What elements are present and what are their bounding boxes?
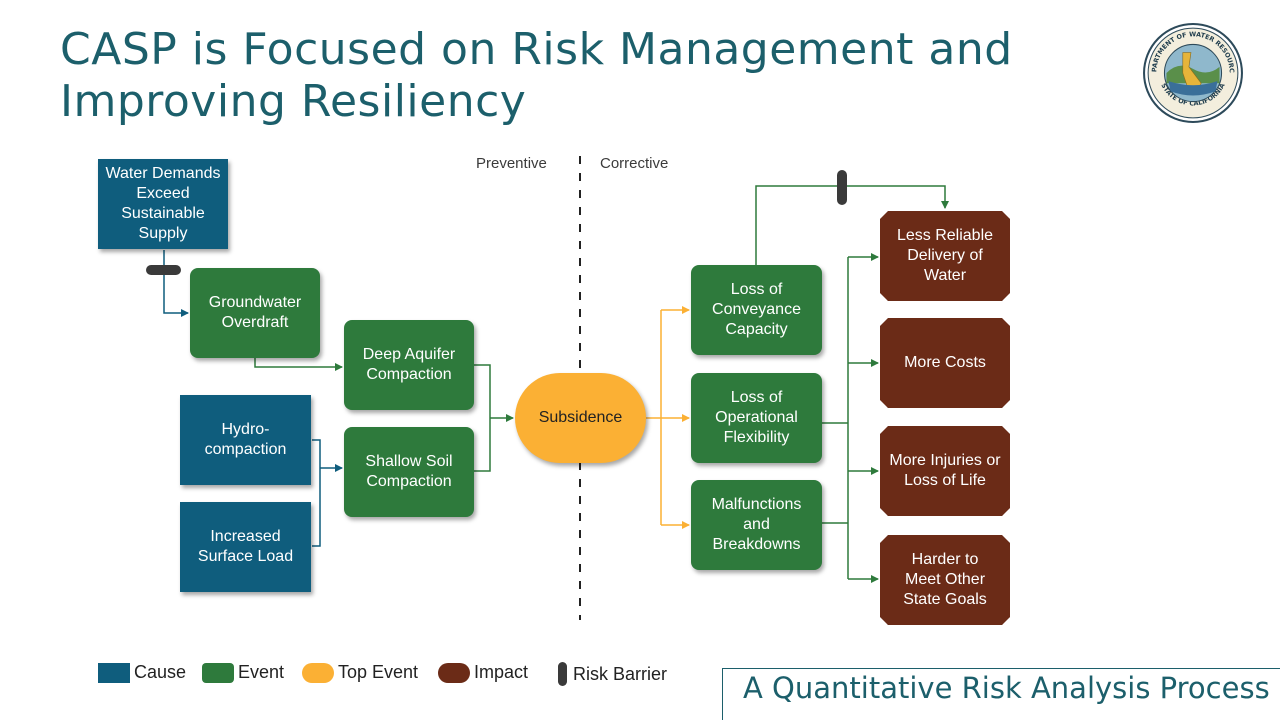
corrective-label: Corrective [600, 155, 669, 172]
cause-hydro-compaction-label: Hydro-compaction [204, 421, 287, 458]
footer-box: A Quantitative Risk Analysis Process [722, 668, 1280, 720]
legend-cause-label: Cause [134, 662, 187, 682]
top-event-subsidence: Subsidence [515, 373, 646, 463]
legend-top-event: Top Event [302, 662, 418, 683]
event-deep-aquifer-compaction: Deep Aquifer Compaction [344, 320, 474, 410]
event-shallow-soil-label: Shallow Soil Compaction [365, 453, 453, 490]
legend-risk-barrier-label: Risk Barrier [573, 663, 668, 684]
event-loss-operational-label: Loss of Operational Flexibility [715, 389, 798, 446]
connector-conveyance-less-reliable [755, 185, 949, 265]
cause-hydro-compaction: Hydro-compaction [180, 395, 311, 485]
connector-demands-overdraft [163, 250, 189, 317]
event-malfunctions-label: Malfunctions and Breakdowns [711, 496, 802, 553]
cause-water-demands-label: Water Demands Exceed Sustainable Supply [105, 165, 221, 242]
risk-barrier-supply [146, 265, 181, 275]
impact-more-costs: More Costs [880, 318, 1010, 408]
event-groundwater-overdraft-label: Groundwater Overdraft [208, 294, 302, 331]
legend-cause-swatch [98, 662, 130, 683]
slide-title: CASP is Focused on Risk Management and I… [60, 24, 1060, 128]
impact-more-costs-label: More Costs [904, 354, 986, 371]
event-malfunctions-breakdowns: Malfunctions and Breakdowns [691, 480, 822, 570]
footer-text: A Quantitative Risk Analysis Process [743, 671, 1270, 705]
preventive-label: Preventive [476, 155, 547, 172]
event-groundwater-overdraft: Groundwater Overdraft [190, 268, 320, 358]
cause-water-demands: Water Demands Exceed Sustainable Supply [98, 159, 228, 249]
top-event-label: Subsidence [538, 409, 623, 426]
title-line-2: Improving Resiliency [60, 76, 527, 127]
event-loss-conveyance-label: Loss of Conveyance Capacity [712, 281, 801, 338]
legend-top-event-label: Top Event [338, 662, 419, 682]
legend-impact-label: Impact [474, 662, 529, 682]
impact-less-reliable-delivery: Less Reliable Delivery of Water [880, 211, 1010, 301]
impact-less-reliable-label: Less Reliable Delivery of Water [896, 227, 994, 284]
legend-impact-swatch [438, 662, 470, 683]
event-shallow-soil-compaction: Shallow Soil Compaction [344, 427, 474, 517]
legend-risk-barrier-swatch [558, 662, 567, 686]
dwr-seal-logo: DEPARTMENT OF WATER RESOURCES STATE OF C… [1142, 22, 1243, 123]
legend-impact: Impact [438, 662, 528, 683]
connector-overdraft-deep [254, 358, 343, 371]
impact-more-injuries-label: More Injuries or Loss of Life [889, 452, 1001, 489]
event-deep-aquifer-label: Deep Aquifer Compaction [362, 346, 456, 383]
impact-more-injuries: More Injuries or Loss of Life [880, 426, 1010, 516]
legend-risk-barrier: Risk Barrier [558, 662, 667, 686]
title-line-1: CASP is Focused on Risk Management and [60, 24, 1013, 75]
event-loss-operational-flexibility: Loss of Operational Flexibility [691, 373, 822, 463]
event-loss-conveyance-capacity: Loss of Conveyance Capacity [691, 265, 822, 355]
legend-event: Event [202, 662, 284, 683]
risk-barrier-conveyance [837, 170, 847, 205]
impact-harder-goals-label: Harder to Meet Other State Goals [903, 551, 987, 608]
impact-harder-state-goals: Harder to Meet Other State Goals [880, 535, 1010, 625]
connector-causes-bracket [312, 439, 321, 547]
legend-cause: Cause [98, 662, 186, 683]
legend-event-swatch [202, 662, 234, 683]
connector-compaction-bracket [474, 364, 491, 472]
cause-increased-surface-load: Increased Surface Load [180, 502, 311, 592]
cause-surface-load-label: Increased Surface Load [197, 528, 294, 565]
legend-event-label: Event [238, 662, 285, 682]
legend-top-event-swatch [302, 662, 334, 683]
